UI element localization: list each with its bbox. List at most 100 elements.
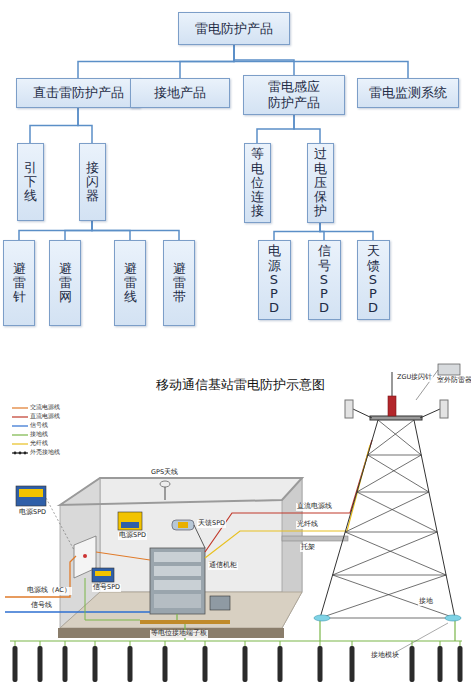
legend-line-sample bbox=[12, 423, 28, 429]
legend-text: 接地线 bbox=[30, 431, 48, 438]
telecom-cabinet bbox=[150, 548, 205, 614]
legend-line bbox=[12, 416, 28, 417]
spd-icon bbox=[16, 486, 230, 610]
ground-rods-part bbox=[243, 646, 248, 682]
cables bbox=[5, 440, 372, 640]
legend-row: 信号线 bbox=[12, 422, 48, 429]
node-label: 电源SPD bbox=[268, 244, 281, 315]
part-label: 接地模块 bbox=[370, 652, 400, 660]
legend-row: 外壳接地线 bbox=[12, 449, 60, 456]
ground-rods-part bbox=[38, 646, 43, 682]
lattice-tower-part bbox=[368, 455, 429, 492]
ground-rods-part bbox=[280, 641, 281, 646]
lattice-tower-part bbox=[414, 420, 455, 618]
legend-line bbox=[12, 434, 28, 435]
node-label: 引下线 bbox=[24, 161, 37, 204]
ground-network-part bbox=[10, 640, 462, 641]
cables-part bbox=[85, 578, 140, 620]
node-label: 避雷针 bbox=[13, 262, 26, 305]
lightning-rod bbox=[388, 372, 396, 416]
part-label: 直流电源线 bbox=[296, 503, 333, 511]
cables-part bbox=[46, 498, 74, 550]
ground-rods-part bbox=[460, 641, 461, 646]
telecom-cabinet-part bbox=[154, 566, 201, 576]
vertical-category-box: 信号SPD bbox=[308, 240, 341, 320]
spd-icon-part bbox=[121, 522, 139, 528]
spd-icon-part bbox=[210, 596, 230, 610]
legend-line bbox=[12, 425, 28, 426]
ground-rods-part bbox=[203, 646, 208, 682]
equipotential-bar-part bbox=[140, 620, 230, 624]
vertical-category-box: 电源SPD bbox=[258, 240, 291, 320]
part-label: 接地 bbox=[418, 598, 434, 606]
legend-line-sample bbox=[12, 432, 28, 438]
spd-icon-part bbox=[118, 512, 142, 530]
node-label: 过电压保护 bbox=[314, 147, 327, 218]
ground-rods-part bbox=[95, 641, 96, 646]
legend-text: 直流电源线 bbox=[30, 413, 60, 420]
lattice-tower-part bbox=[368, 420, 414, 455]
node-label: 直击雷防护产品 bbox=[33, 85, 124, 101]
lattice-tower-part bbox=[345, 400, 353, 418]
part-label: 信号线 bbox=[30, 602, 53, 610]
spd-icon-part bbox=[92, 568, 114, 582]
legend-row: 接地线 bbox=[12, 431, 48, 438]
ground-rods-part bbox=[278, 646, 283, 682]
lightning-rod-part bbox=[388, 396, 396, 416]
spd-icon-part bbox=[95, 571, 111, 576]
category-box: 直击雷防护产品 bbox=[16, 78, 140, 108]
part-label: 电源SPD bbox=[118, 532, 147, 540]
lattice-tower bbox=[320, 400, 455, 618]
ground-rods-part bbox=[412, 641, 413, 646]
tree-connector bbox=[234, 45, 408, 78]
ground-network-part bbox=[454, 618, 455, 641]
vertical-category-box: 避雷带 bbox=[163, 240, 195, 326]
ground-rods-part bbox=[440, 641, 441, 646]
lattice-tower-part bbox=[320, 420, 378, 618]
legend-dot bbox=[24, 451, 27, 454]
lattice-tower-part bbox=[345, 532, 437, 533]
legend-text: 信号线 bbox=[30, 422, 48, 429]
part-label: 托架 bbox=[300, 544, 316, 552]
telecom-cabinet-part bbox=[154, 580, 201, 590]
node-label: 避雷线 bbox=[124, 262, 137, 305]
legend-row: 交流电源线 bbox=[12, 404, 60, 411]
equipotential-bar bbox=[140, 620, 230, 624]
tree-connector bbox=[180, 45, 234, 78]
category-box: 雷电防护产品 bbox=[178, 12, 290, 45]
tree-connector bbox=[30, 108, 78, 143]
gps-antenna-part bbox=[160, 481, 170, 487]
cables-part bbox=[96, 552, 150, 560]
legend-line-sample bbox=[12, 414, 28, 420]
node-label: 雷电防护产品 bbox=[195, 21, 273, 37]
legend-line bbox=[12, 443, 28, 444]
node-label: 接闪器 bbox=[86, 161, 99, 204]
cable-tray bbox=[282, 536, 348, 541]
spd-icon-part bbox=[19, 489, 43, 497]
equipment-room-part bbox=[58, 628, 284, 638]
legend-text: 光纤线 bbox=[30, 440, 48, 447]
legend-line-sample bbox=[12, 405, 28, 411]
part-label: 信号SPD bbox=[92, 584, 121, 592]
part-label: 电源SPD bbox=[18, 509, 47, 517]
ground-rods bbox=[13, 641, 463, 682]
lattice-tower-part bbox=[357, 492, 429, 493]
ground-rods-part bbox=[438, 646, 443, 682]
vertical-category-box: 接闪器 bbox=[79, 143, 106, 221]
cables-part bbox=[205, 440, 372, 552]
lattice-tower-part bbox=[353, 409, 372, 418]
vertical-category-box: 避雷网 bbox=[49, 240, 81, 326]
ground-rods-part bbox=[40, 641, 41, 646]
distribution-panel-part bbox=[83, 554, 87, 558]
vertical-category-box: 天馈SPD bbox=[357, 240, 390, 320]
ground-network-part bbox=[314, 615, 330, 621]
vertical-category-box: 等电位连接 bbox=[244, 143, 271, 223]
ground-rods-part bbox=[13, 646, 18, 682]
lattice-tower-part bbox=[357, 455, 421, 492]
ground-rods-part bbox=[205, 641, 206, 646]
cables-part bbox=[5, 611, 150, 612]
node-label: 接地产品 bbox=[154, 85, 206, 101]
ground-rods-part bbox=[318, 646, 323, 682]
part-label: 通信机柜 bbox=[208, 562, 238, 570]
node-label: 避雷带 bbox=[173, 262, 186, 305]
